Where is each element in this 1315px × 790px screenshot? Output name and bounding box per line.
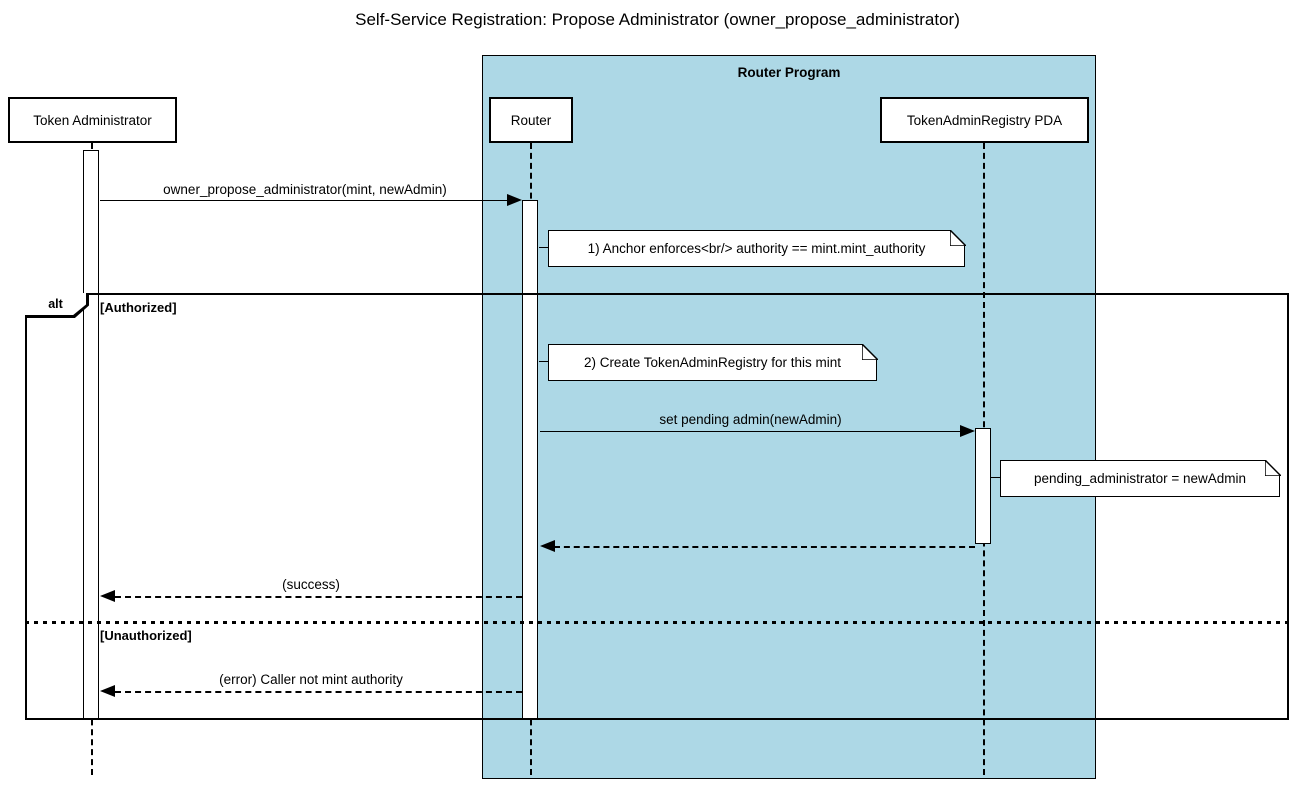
message-propose-administrator-line: [100, 200, 507, 201]
message-success-line: [115, 596, 522, 598]
note-fold-icon: [861, 343, 878, 360]
router-program-label: Router Program: [737, 65, 841, 80]
note-create-registry: 2) Create TokenAdminRegistry for this mi…: [548, 343, 878, 381]
message-return-registry-line: [554, 546, 975, 548]
message-propose-administrator-label: owner_propose_administrator(mint, newAdm…: [163, 182, 447, 197]
message-success-label: (success): [282, 577, 340, 592]
arrowhead-icon: [540, 540, 555, 552]
arrowhead-icon: [507, 194, 522, 206]
participant-router: Router: [489, 97, 573, 143]
note-connector: [991, 477, 1000, 478]
message-set-pending-admin-label: set pending admin(newAdmin): [659, 412, 842, 427]
message-set-pending-admin-line: [540, 431, 960, 432]
message-error-line: [115, 691, 522, 693]
guard-unauthorized: [Unauthorized]: [100, 628, 192, 643]
router-program-container: [482, 55, 1096, 779]
participant-router-label: Router: [510, 112, 552, 128]
arrowhead-icon: [100, 590, 115, 602]
alt-section-divider: [25, 621, 1287, 624]
participant-registry-pda: TokenAdminRegistry PDA: [880, 97, 1089, 143]
activation-registry-pda: [975, 428, 991, 544]
arrowhead-icon: [960, 425, 975, 437]
alt-operator-label: alt: [25, 293, 86, 315]
participant-registry-pda-label: TokenAdminRegistry PDA: [906, 112, 1063, 128]
note-connector: [539, 247, 548, 248]
note-fold-icon: [1264, 459, 1281, 476]
note-create-registry-text: 2) Create TokenAdminRegistry for this mi…: [583, 355, 842, 370]
diagram-title: Self-Service Registration: Propose Admin…: [355, 10, 960, 29]
note-fold-icon: [949, 229, 966, 246]
note-pending-administrator-text: pending_administrator = newAdmin: [1034, 471, 1246, 486]
guard-authorized: [Authorized]: [100, 300, 177, 315]
alt-frame: [25, 293, 1289, 720]
message-error-label: (error) Caller not mint authority: [219, 672, 403, 687]
participant-token-administrator: Token Administrator: [8, 97, 177, 143]
note-anchor-enforces-text: 1) Anchor enforces<br/> authority == min…: [587, 241, 926, 256]
arrowhead-icon: [100, 685, 115, 697]
note-anchor-enforces: 1) Anchor enforces<br/> authority == min…: [548, 229, 966, 267]
participant-token-administrator-label: Token Administrator: [33, 112, 152, 128]
note-connector: [539, 361, 548, 362]
alt-operator-text: alt: [48, 297, 63, 311]
note-pending-administrator: pending_administrator = newAdmin: [1000, 459, 1281, 497]
